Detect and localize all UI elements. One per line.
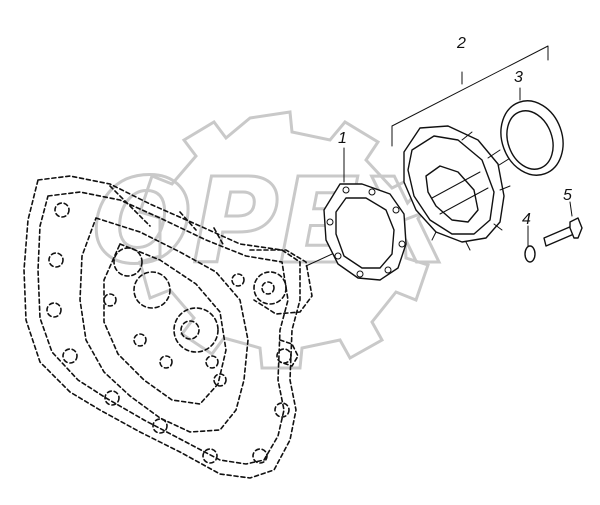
gearbox-housing [23,175,313,479]
callout-2: 2 [456,35,466,52]
gasket-part-1 [323,147,407,281]
seal-ring-part-3 [500,87,564,176]
cover-part-2 [391,45,549,251]
washer-part-4 [524,225,536,263]
bolt-part-5 [543,201,583,247]
callout-labels: 1 2 3 4 5 [338,35,572,228]
callout-5: 5 [563,187,572,204]
callout-4: 4 [522,211,531,228]
callout-1: 1 [338,130,347,147]
callout-3: 3 [514,69,523,86]
